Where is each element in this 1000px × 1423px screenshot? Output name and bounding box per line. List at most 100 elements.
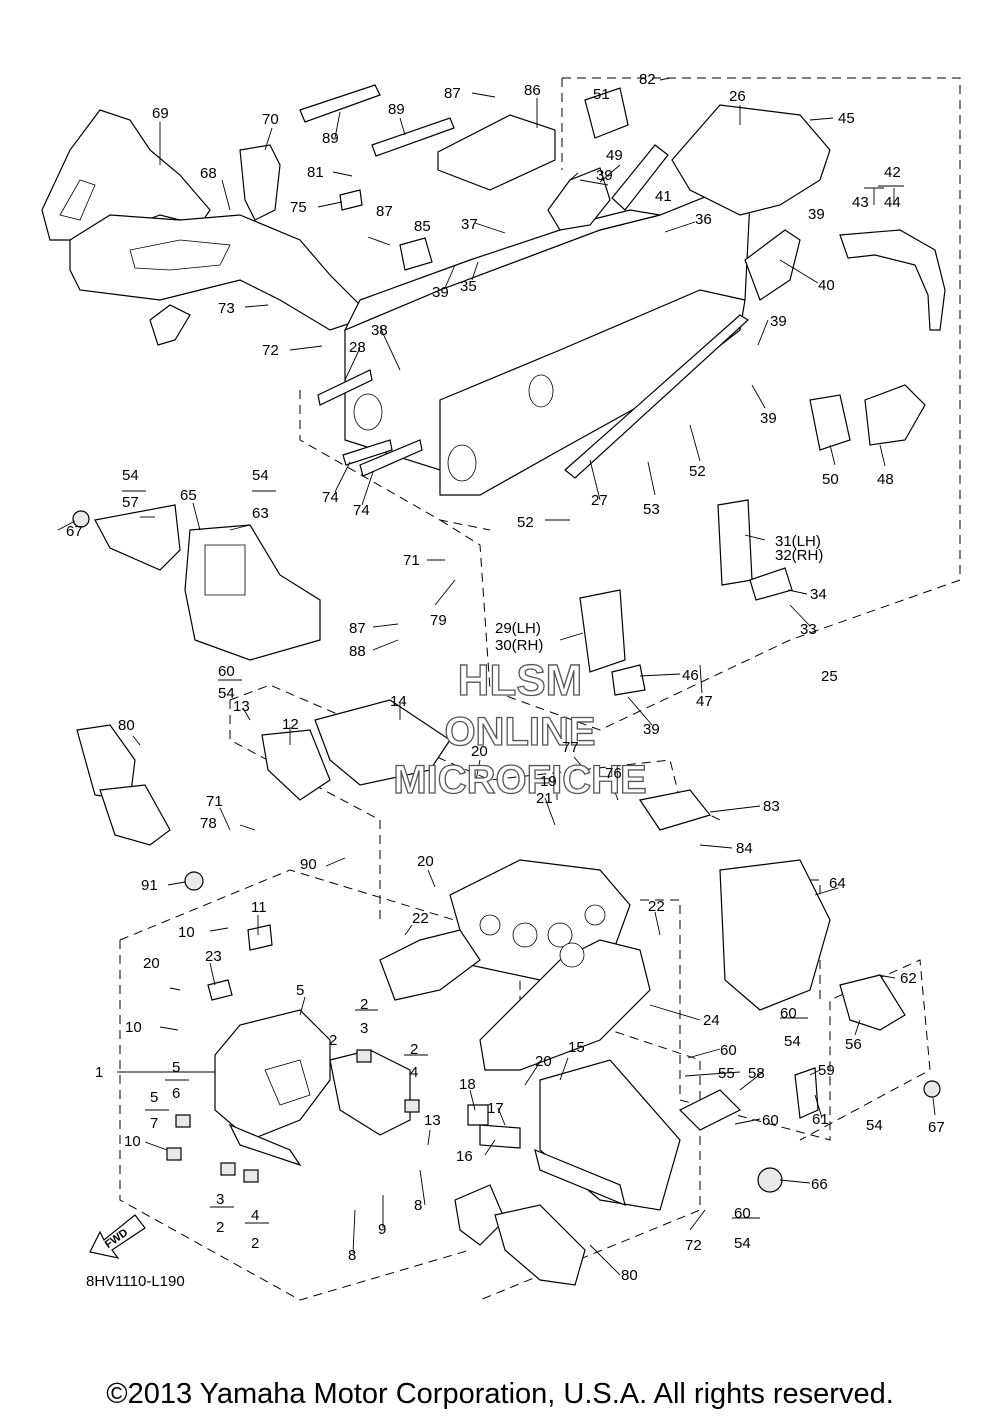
callout-26: 26 <box>729 88 746 105</box>
callout-82: 82 <box>639 71 656 88</box>
callout-87a: 87 <box>376 203 393 220</box>
callout-54e: 54 <box>866 1117 883 1134</box>
callout-40: 40 <box>818 277 835 294</box>
callout-87b: 87 <box>444 85 461 102</box>
callout-80a: 80 <box>118 717 135 734</box>
callout-48: 48 <box>877 471 894 488</box>
callout-50: 50 <box>822 471 839 488</box>
callout-51: 51 <box>593 86 610 103</box>
callout-2c: 2 <box>410 1041 418 1058</box>
callout-10c: 10 <box>124 1133 141 1150</box>
center-mid-parts <box>76 499 793 846</box>
callout-2a: 2 <box>360 996 368 1013</box>
callout-labels: 69 70 68 73 72 89 89 81 75 87 85 87 86 5… <box>66 71 945 1284</box>
callout-54b: 54 <box>252 467 269 484</box>
callout-22b: 22 <box>648 898 665 915</box>
callout-56: 56 <box>845 1036 862 1053</box>
callout-80b: 80 <box>621 1267 638 1284</box>
callout-45: 45 <box>838 110 855 127</box>
callout-3b: 3 <box>216 1191 224 1208</box>
callout-41: 41 <box>655 188 672 205</box>
callout-42: 42 <box>884 164 901 181</box>
callout-66: 66 <box>811 1176 828 1193</box>
air-duct-parts <box>454 1184 586 1286</box>
callout-61: 61 <box>812 1111 829 1128</box>
callout-57: 57 <box>122 494 139 511</box>
callout-18: 18 <box>459 1076 476 1093</box>
callout-39e: 39 <box>432 284 449 301</box>
callout-1: 1 <box>95 1064 103 1081</box>
callout-89a: 89 <box>322 130 339 147</box>
callout-91: 91 <box>141 877 158 894</box>
callout-89b: 89 <box>388 101 405 118</box>
callout-11: 11 <box>251 899 267 916</box>
callout-77: 77 <box>562 739 579 756</box>
callout-58: 58 <box>748 1065 765 1082</box>
callout-63: 63 <box>252 505 269 522</box>
callout-85: 85 <box>414 218 431 235</box>
callout-17: 17 <box>487 1100 504 1117</box>
callout-39b: 39 <box>770 313 787 330</box>
copyright-footer: ©2013 Yamaha Motor Corporation, U.S.A. A… <box>106 1378 894 1410</box>
callout-44: 44 <box>884 194 901 211</box>
callout-2b: 2 <box>329 1032 337 1049</box>
callout-13b: 13 <box>424 1112 441 1129</box>
upper-small-parts <box>299 84 946 451</box>
callout-28: 28 <box>349 339 366 356</box>
watermark-line-2: ONLINE <box>444 710 595 754</box>
callout-87c: 87 <box>349 620 366 637</box>
callout-52a: 52 <box>689 463 706 480</box>
callout-4a: 4 <box>410 1064 418 1081</box>
callout-88: 88 <box>349 643 366 660</box>
callout-39a: 39 <box>808 206 825 223</box>
callout-90: 90 <box>300 856 317 873</box>
callout-2-extra: 2 <box>251 1235 259 1252</box>
callout-67a: 67 <box>66 523 83 540</box>
callout-86: 86 <box>524 82 541 99</box>
callout-76: 76 <box>605 765 622 782</box>
front-bracket-assembly <box>166 871 626 1207</box>
callout-54c: 54 <box>218 685 235 702</box>
callout-30: 30(RH) <box>495 637 543 654</box>
callout-22a: 22 <box>412 910 429 927</box>
callout-15: 15 <box>568 1039 585 1056</box>
front-nose-shroud <box>41 109 391 346</box>
callout-20c: 20 <box>417 853 434 870</box>
callout-60c: 60 <box>720 1042 737 1059</box>
callout-8a: 8 <box>414 1197 422 1214</box>
callout-55: 55 <box>718 1065 735 1082</box>
callout-24: 24 <box>703 1012 720 1029</box>
callout-8b: 8 <box>348 1247 356 1264</box>
callout-27: 27 <box>591 492 608 509</box>
callout-46: 46 <box>682 667 699 684</box>
callout-7: 7 <box>150 1115 158 1132</box>
callout-33: 33 <box>800 621 817 638</box>
callout-71a: 71 <box>403 552 420 569</box>
callout-20a: 20 <box>143 955 160 972</box>
callout-16: 16 <box>456 1148 473 1165</box>
callout-74a: 74 <box>322 489 339 506</box>
callout-29: 29(LH) <box>495 620 541 637</box>
callout-60a: 60 <box>218 663 235 680</box>
callout-62: 62 <box>900 970 917 987</box>
callout-71b: 71 <box>206 793 223 810</box>
group-brackets <box>122 185 904 1224</box>
callout-69: 69 <box>152 105 169 122</box>
leader-lines <box>57 77 936 1276</box>
callout-47: 47 <box>696 693 713 710</box>
callout-10b: 10 <box>125 1019 142 1036</box>
callout-78: 78 <box>200 815 217 832</box>
callout-60d: 60 <box>762 1112 779 1129</box>
callout-32: 32(RH) <box>775 547 823 564</box>
callout-20b: 20 <box>471 743 488 760</box>
callout-72a: 72 <box>262 342 279 359</box>
callout-70: 70 <box>262 111 279 128</box>
callout-31: 31(LH) <box>775 533 821 550</box>
callout-65: 65 <box>180 487 197 504</box>
callout-84: 84 <box>736 840 753 857</box>
callout-35: 35 <box>460 278 477 295</box>
callout-79: 79 <box>430 612 447 629</box>
callout-74b: 74 <box>353 502 370 519</box>
callout-68: 68 <box>200 165 217 182</box>
callout-36: 36 <box>695 211 712 228</box>
